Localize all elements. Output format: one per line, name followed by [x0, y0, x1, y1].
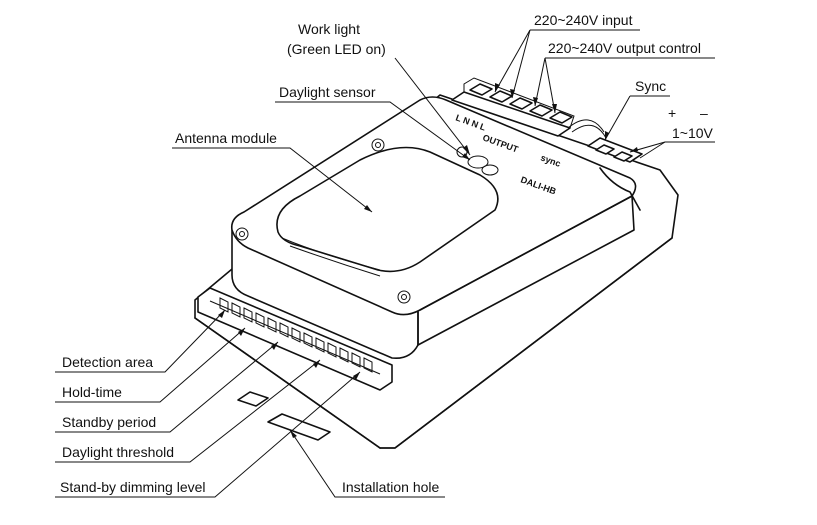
work-light-sub-label: (Green LED on) — [287, 41, 386, 57]
standby-dimming-level-label: Stand-by dimming level — [60, 479, 206, 495]
input-label: 220~240V input — [534, 12, 633, 28]
terminal-screws — [469, 83, 573, 124]
sync-label: Sync — [635, 78, 666, 94]
dip-switch-block — [219, 297, 373, 373]
daylight-threshold-label: Daylight threshold — [62, 444, 174, 460]
output-control-label: 220~240V output control — [548, 40, 701, 56]
labels: Work light (Green LED on) 220~240V input… — [60, 12, 714, 495]
detection-area-label: Detection area — [62, 354, 153, 370]
dimming-range-label: 1~10V — [672, 125, 714, 141]
plus-label: + — [668, 105, 676, 121]
daylight-sensor-label: Daylight sensor — [279, 84, 376, 100]
leader-lines — [55, 29, 715, 498]
work-light-label: Work light — [298, 21, 360, 37]
standby-period-label: Standby period — [62, 414, 156, 430]
hold-time-label: Hold-time — [62, 384, 122, 400]
installation-hole-label: Installation hole — [342, 479, 440, 495]
device-body: L N N L OUTPUT sync DALI-HB — [194, 77, 679, 449]
minus-label: – — [700, 105, 708, 121]
antenna-module-label: Antenna module — [175, 130, 277, 146]
